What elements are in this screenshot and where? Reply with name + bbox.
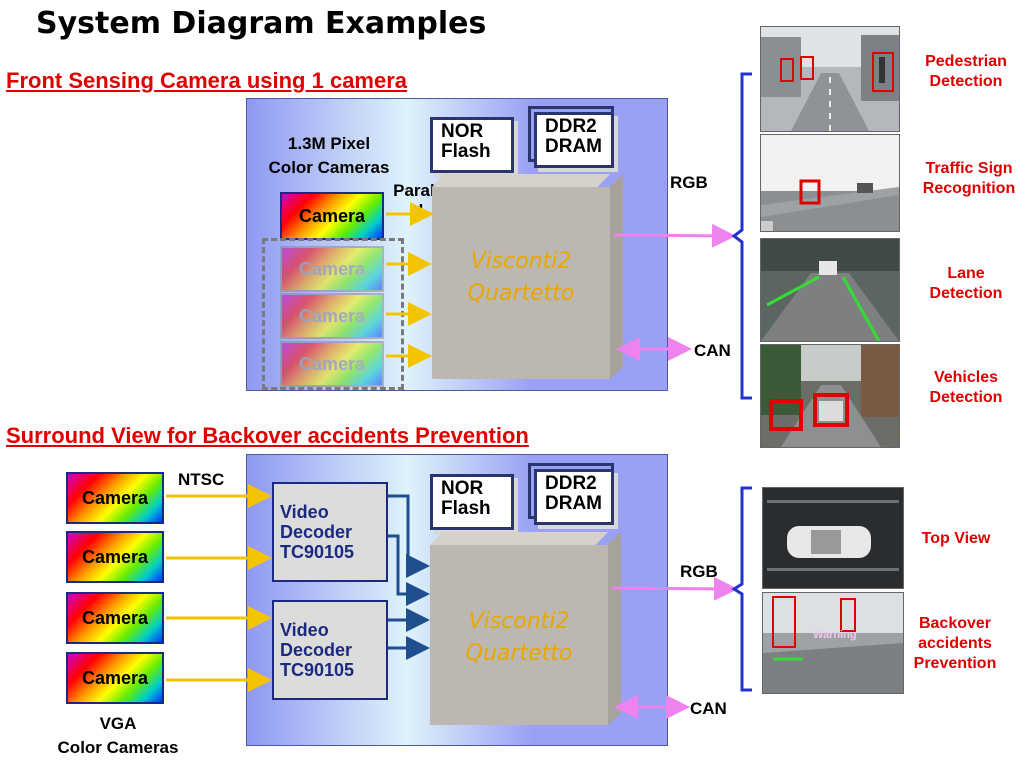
outputs-bracket-2 <box>731 486 752 692</box>
output-lane-detection: Lane Detection <box>906 264 1026 304</box>
chip1-label-line2: Quartetto <box>467 281 575 306</box>
nor-flash-1: NOR Flash <box>430 117 514 173</box>
vga-line2: Color Cameras <box>57 738 179 757</box>
chip1-front-face <box>432 187 611 379</box>
output-vehicles-line1: Vehicles <box>933 369 999 386</box>
decoder2-line3: TC90105 <box>280 660 355 680</box>
output-lane-line2: Detection <box>929 285 1003 302</box>
decoder1-bus-1 <box>388 494 430 578</box>
output-backover-prevention: Backover accidents Prevention <box>896 614 1014 674</box>
surround-camera-1: Camera <box>66 472 164 524</box>
chip2-side-face <box>608 532 621 725</box>
ddr2-dram-2-line2: DRAM <box>545 493 602 514</box>
ddr2-dram-1-line2: DRAM <box>545 136 602 157</box>
nor-flash-2-line2: Flash <box>441 498 491 519</box>
surround-camera-2: Camera <box>66 531 164 583</box>
decoder1-line3: TC90105 <box>280 542 355 562</box>
vga-cameras-label: VGA Color Cameras <box>28 712 208 760</box>
surround-camera-4: Camera <box>66 652 164 704</box>
outputs-bracket-1 <box>731 72 752 400</box>
ddr2-dram-2-line1: DDR2 <box>545 473 597 494</box>
nor-flash-1-line2: Flash <box>441 141 491 162</box>
lane-detection-image <box>760 238 900 342</box>
chip2-top-face <box>430 532 608 545</box>
can-label-1: CAN <box>694 341 731 360</box>
output-backover-line3: Prevention <box>913 655 997 672</box>
chip2-label: Visconti2 Quartetto <box>430 606 608 670</box>
optional-camera-3: Camera <box>280 341 384 387</box>
page-title: System Diagram Examples <box>36 6 487 41</box>
can-label-2: CAN <box>690 699 727 718</box>
output-backover-line2: accidents <box>918 635 992 652</box>
optional-camera-1: Camera <box>280 246 384 292</box>
chip1-label-line1: Visconti2 <box>470 249 572 274</box>
output-pedestrian-line2: Detection <box>929 73 1003 90</box>
section1-cameras-label: 1.3M Pixel Color Cameras <box>254 132 404 180</box>
decoder2-line1: Video <box>280 620 329 640</box>
vga-line1: VGA <box>99 714 137 733</box>
output-traffic-line2: Recognition <box>922 180 1016 197</box>
ddr2-dram-1-line1: DDR2 <box>545 116 597 137</box>
nor-flash-2: NOR Flash <box>430 474 514 530</box>
decoder2-line2: Decoder <box>280 640 353 660</box>
chip2-front-face <box>430 545 609 725</box>
rgb-arrow-1 <box>613 223 736 248</box>
ntsc-label: NTSC <box>178 470 225 489</box>
traffic-sign-recognition-image <box>760 134 900 232</box>
chip1-label: Visconti2 Quartetto <box>432 246 610 310</box>
decoder1-bus-2 <box>388 534 430 606</box>
output-vehicles-line2: Detection <box>929 389 1003 406</box>
output-top-view-line1: Top View <box>921 530 991 547</box>
output-traffic-sign-recognition: Traffic Sign Recognition <box>906 159 1032 199</box>
rgb-label-1: RGB <box>670 173 708 192</box>
nor-flash-1-line1: NOR <box>441 121 484 142</box>
output-pedestrian-line1: Pedestrian <box>925 53 1007 70</box>
chip1-top-face <box>432 174 610 187</box>
output-traffic-line1: Traffic Sign <box>925 160 1013 177</box>
rgb-arrow-2 <box>611 576 738 601</box>
warning-label: Warning <box>813 629 857 641</box>
chip2-label-line2: Quartetto <box>465 641 573 666</box>
ddr2-dram-2: DDR2 DRAM <box>534 469 614 525</box>
video-decoder-2: Video Decoder TC90105 <box>272 600 388 700</box>
top-view-image <box>762 487 904 589</box>
decoder1-line1: Video <box>280 502 329 522</box>
decoder1-line2: Decoder <box>280 522 353 542</box>
section1-heading: Front Sensing Camera using 1 camera <box>6 68 408 93</box>
chip1-side-face <box>610 174 623 379</box>
ddr2-dram-1: DDR2 DRAM <box>534 112 614 168</box>
cameras-label-line2: Color Cameras <box>268 158 390 177</box>
surround-camera-3: Camera <box>66 592 164 644</box>
output-pedestrian-detection: Pedestrian Detection <box>906 52 1026 92</box>
vehicles-detection-image <box>760 344 900 448</box>
backover-prevention-image: Warning <box>762 592 904 694</box>
chip2-label-line1: Visconti2 <box>468 609 570 634</box>
output-vehicles-detection: Vehicles Detection <box>906 368 1026 408</box>
nor-flash-2-line1: NOR <box>441 478 484 499</box>
cameras-label-line1: 1.3M Pixel <box>287 134 371 153</box>
output-backover-line1: Backover <box>918 615 992 632</box>
video-decoder-1: Video Decoder TC90105 <box>272 482 388 582</box>
output-top-view: Top View <box>900 529 1012 549</box>
rgb-label-2: RGB <box>680 562 718 581</box>
optional-camera-2: Camera <box>280 293 384 339</box>
output-lane-line1: Lane <box>947 265 985 282</box>
section2-heading: Surround View for Backover accidents Pre… <box>6 423 529 448</box>
front-camera: Camera <box>280 192 384 240</box>
pedestrian-detection-image <box>760 26 900 132</box>
